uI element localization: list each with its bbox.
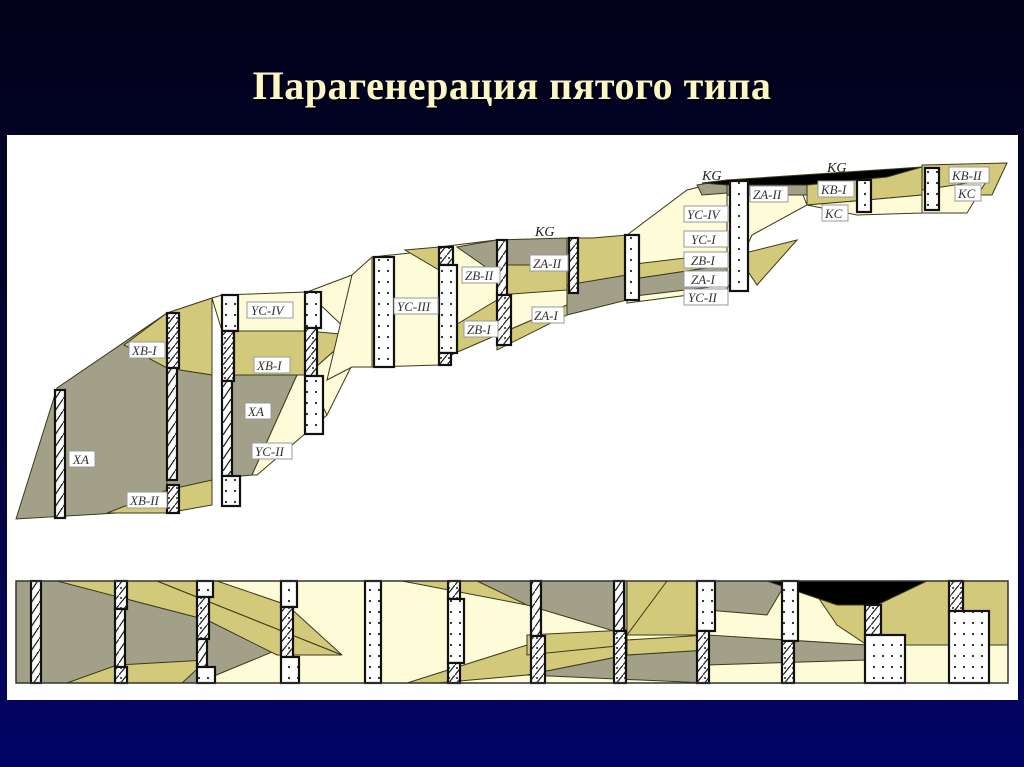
svg-text:KC: KC [957, 186, 976, 201]
svg-text:XB-I: XB-I [256, 358, 282, 373]
lower-section [15, 580, 1009, 684]
svg-text:YC-I: YC-I [691, 232, 716, 247]
label-zb-i-2: ZB-I [683, 251, 729, 269]
label-kb-ii: KB-II [948, 166, 990, 184]
svg-text:ZA-II: ZA-II [533, 256, 562, 271]
svg-text:ZA-II: ZA-II [753, 187, 782, 202]
svg-text:XA: XA [247, 404, 264, 419]
svg-text:KC: KC [824, 206, 843, 221]
svg-text:ZB-I: ZB-I [691, 253, 716, 268]
svg-text:KB-I: KB-I [820, 182, 847, 197]
svg-text:YC-III: YC-III [397, 299, 431, 314]
geological-cross-section: XA XB-I XB-II YC-IV XB-I XA YC-II YC-III… [15, 161, 1009, 685]
label-za-i: ZA-I [531, 306, 565, 324]
svg-text:XB-I: XB-I [131, 343, 157, 358]
diagram-panel: XA XB-I XB-II YC-IV XB-I XA YC-II YC-III… [7, 135, 1018, 700]
svg-text:XB-II: XB-II [129, 493, 160, 508]
label-kg-1: KG [534, 225, 554, 240]
label-yc-iv: YC-IV [246, 301, 294, 319]
svg-text:YC-IV: YC-IV [687, 207, 722, 222]
lower-frame [15, 580, 1009, 684]
svg-text:ZA-I: ZA-I [534, 308, 559, 323]
label-xa: XA [68, 450, 96, 468]
label-zb-ii: ZB-II [461, 266, 501, 284]
label-za-ii: ZA-II [529, 254, 569, 272]
label-yc-ii: YC-II [251, 442, 293, 460]
svg-text:ZA-I: ZA-I [691, 272, 716, 287]
label-zb-i: ZB-I [463, 320, 499, 338]
label-yc-ii-2: YC-II [683, 288, 729, 306]
label-kg-2: KG [701, 169, 721, 184]
svg-text:XA: XA [72, 452, 89, 467]
svg-text:ZB-I: ZB-I [467, 322, 492, 337]
label-xb-i: XB-I [128, 341, 166, 359]
svg-text:YC-IV: YC-IV [251, 303, 286, 318]
upper-columns [53, 166, 941, 520]
upper-labels: XA XB-I XB-II YC-IV XB-I XA YC-II YC-III… [68, 161, 990, 509]
label-kc-2: KC [954, 184, 982, 202]
svg-text:KB-II: KB-II [951, 168, 982, 183]
label-kb-i: KB-I [817, 180, 855, 198]
svg-text:YC-II: YC-II [255, 444, 285, 459]
label-za-i-2: ZA-I [683, 270, 729, 288]
label-yc-iv-2: YC-IV [683, 205, 729, 223]
label-yc-iii: YC-III [393, 297, 439, 315]
label-xa-2: XA [244, 402, 272, 420]
svg-text:ZB-II: ZB-II [465, 268, 494, 283]
label-za-ii-2: ZA-II [749, 185, 789, 203]
label-yc-i: YC-I [683, 230, 729, 248]
label-xb-ii: XB-II [126, 491, 168, 509]
label-kg-3: KG [826, 161, 846, 176]
label-xb-i-2: XB-I [253, 356, 291, 374]
svg-text:YC-II: YC-II [688, 290, 718, 305]
lower-columns [29, 579, 991, 685]
label-kc: KC [821, 204, 849, 222]
slide-title: Парагенерация пятого типа [252, 63, 772, 108]
